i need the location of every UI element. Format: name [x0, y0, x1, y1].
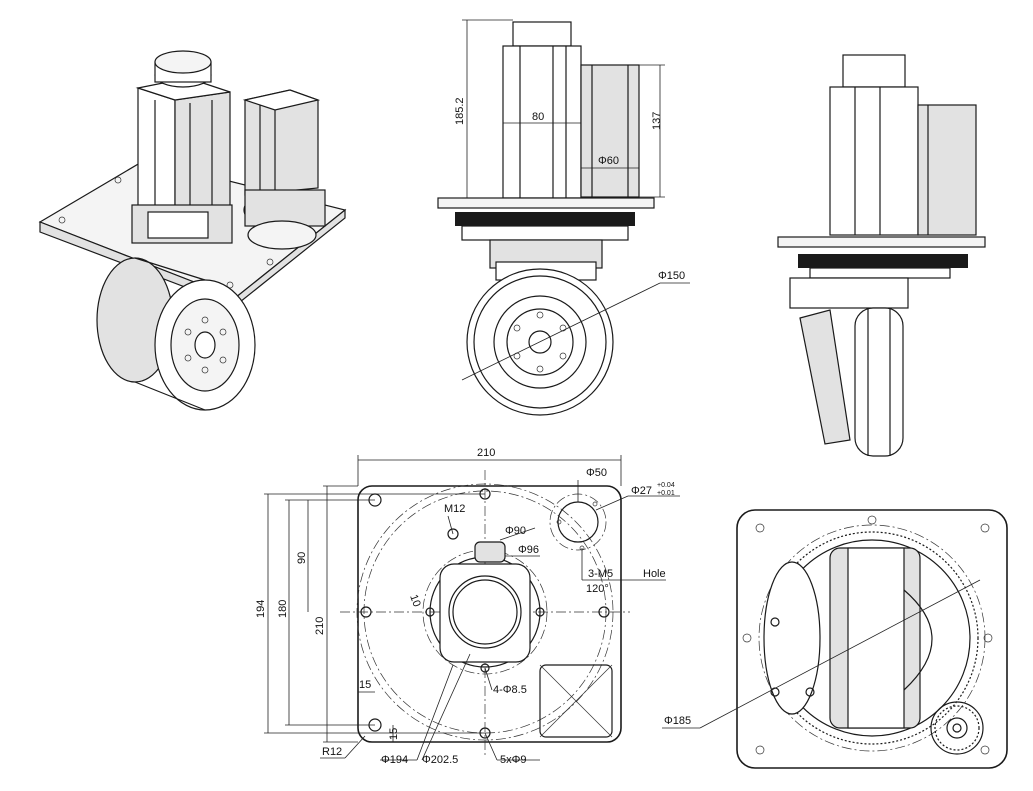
label-4-holes: 4-Φ8.5: [493, 684, 527, 696]
dim-10: 10: [407, 593, 422, 609]
dim-tol-base: Φ27: [631, 485, 652, 497]
label-3-m5: 3-M5: [588, 568, 613, 580]
side-view: [777, 54, 986, 457]
dim-edge-y: 15: [388, 728, 400, 740]
label-angle: 120°: [586, 583, 609, 595]
dim-bore: Φ50: [586, 467, 607, 479]
dim-gear-dia: Φ185: [664, 715, 691, 727]
dim-tol-lower: +0.01: [657, 490, 675, 497]
dim-motor-dia: Φ60: [598, 155, 619, 167]
dim-edge-x: 15: [359, 679, 371, 691]
dim-flange-90: Φ90: [505, 525, 526, 537]
label-pcd-202: Φ202.5: [422, 754, 458, 766]
dim-wheel-dia: Φ150: [658, 270, 685, 282]
label-5-holes: 5xΦ9: [500, 754, 527, 766]
dim-210-vertical: 210: [314, 617, 326, 635]
dim-flange-96: Φ96: [518, 544, 539, 556]
dim-90: 90: [296, 552, 308, 564]
dim-180: 180: [277, 600, 289, 618]
front-view: 185.2 80 137 Φ60 Φ150: [437, 19, 690, 416]
label-m12: M12: [444, 503, 465, 515]
label-pcd-194: Φ194: [381, 754, 408, 766]
bottom-view: Φ185: [662, 509, 1008, 769]
dim-plate-width: 210: [477, 447, 495, 459]
dim-motor-height: 137: [651, 112, 663, 130]
dim-194: 194: [255, 600, 267, 618]
plate-view: 210 194 180 210 90 M12 10 Φ50 Φ27 +0.04 …: [255, 447, 680, 766]
dim-tol-upper: +0.04: [657, 482, 675, 489]
label-radius: R12: [322, 746, 342, 758]
dim-height: 185.2: [454, 97, 466, 125]
label-hole: Hole: [643, 568, 666, 580]
dim-width: 80: [532, 111, 544, 123]
isometric-view: [38, 50, 347, 411]
